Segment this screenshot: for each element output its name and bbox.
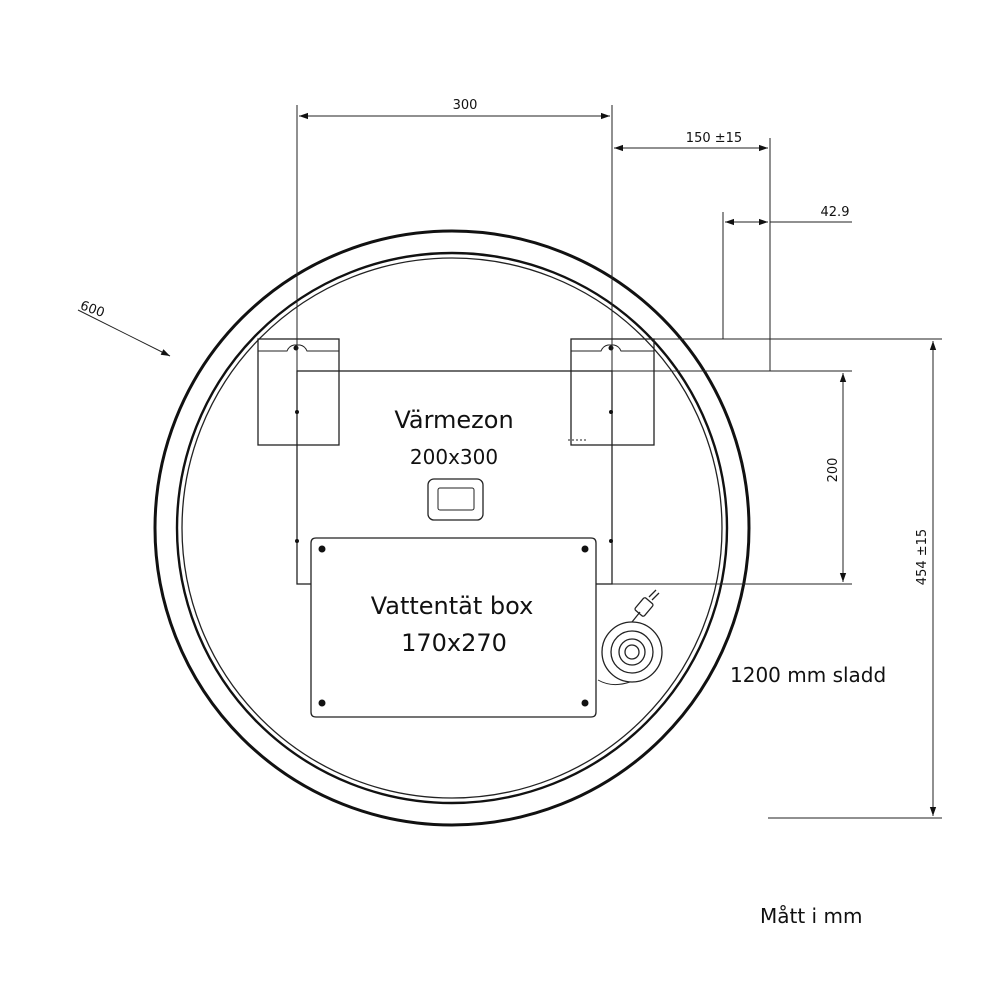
dimension-200: [612, 370, 852, 585]
touch-switch-icon: [427, 478, 484, 521]
mirror-outline: [153, 229, 751, 827]
dimension-42-9: [722, 212, 852, 339]
plug-icon: [634, 589, 660, 617]
dimension-600-label: 600: [78, 298, 106, 321]
dimension-300-label: 300: [453, 98, 478, 113]
heating-zone-size: 200x300: [410, 445, 498, 469]
cable-coil-icon: [597, 611, 663, 686]
dimension-454-label: 454 ±15: [915, 529, 930, 585]
waterproof-box-size: 170x270: [401, 629, 507, 657]
cable-length-label: 1200 mm sladd: [730, 663, 886, 687]
units-note: Mått i mm: [760, 904, 862, 928]
dimension-454: [654, 338, 942, 819]
waterproof-box: [310, 537, 597, 718]
dimension-150: [614, 138, 771, 371]
dimension-150-label: 150 ±15: [686, 131, 742, 146]
dimension-300: [296, 105, 613, 371]
bracket-left: [257, 338, 340, 446]
dimension-600: [77, 309, 171, 357]
waterproof-box-title: Vattentät box: [371, 592, 534, 620]
dimension-42-9-label: 42.9: [821, 205, 850, 220]
heating-zone-title: Värmezon: [394, 406, 513, 434]
dimension-200-label: 200: [826, 458, 841, 483]
